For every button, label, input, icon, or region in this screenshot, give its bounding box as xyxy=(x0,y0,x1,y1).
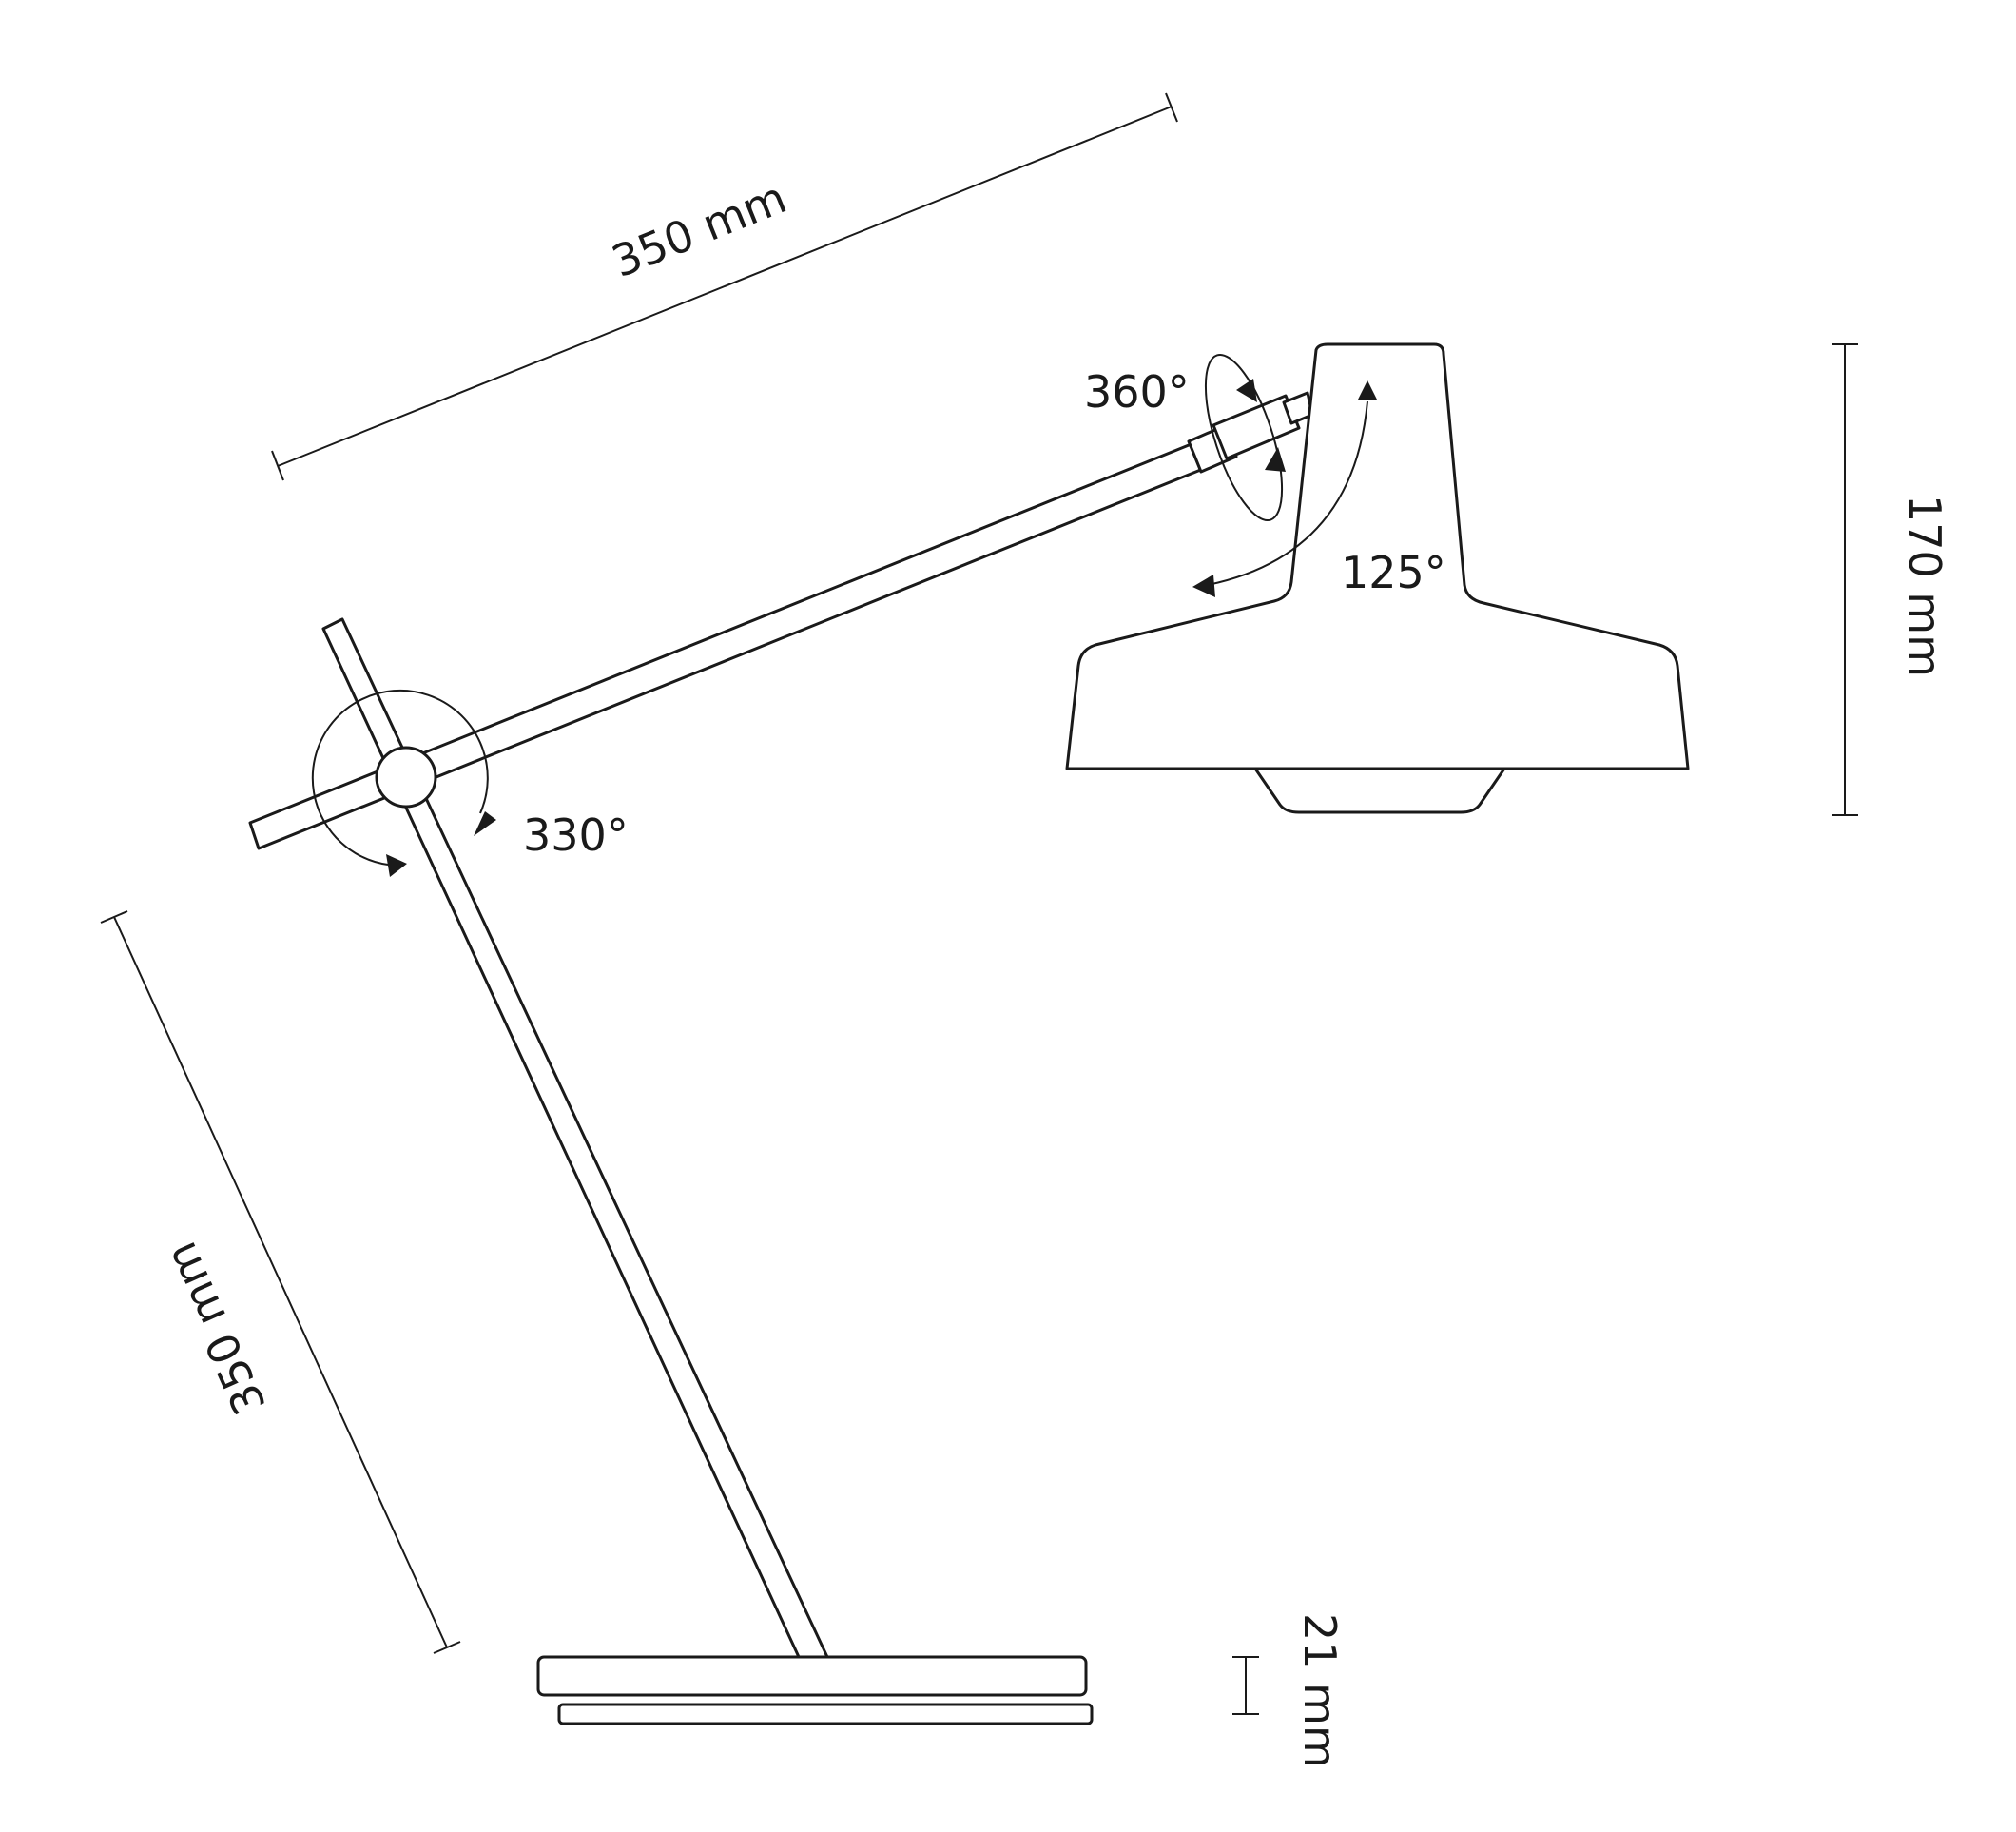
dimension-arm-length xyxy=(271,92,1178,481)
dimension-stem-length xyxy=(100,910,461,1654)
tilt-arc-125 xyxy=(1192,380,1377,597)
label-head-rotation: 360° xyxy=(1084,366,1190,418)
rotation-ellipse-360 xyxy=(1204,353,1286,522)
lamp-shade xyxy=(1065,342,1690,814)
label-shade-tilt: 125° xyxy=(1341,547,1446,598)
lamp-base xyxy=(536,1655,1094,1725)
label-shade-height: 170 mm xyxy=(1899,495,1950,677)
pivot-joint xyxy=(375,746,437,809)
rotation-arc-330 xyxy=(311,689,496,877)
label-stem-length: 350 mm xyxy=(155,1235,276,1422)
label-joint-rotation: 330° xyxy=(523,809,629,861)
dimension-base-height xyxy=(1232,1656,1259,1715)
lamp-stem xyxy=(321,617,829,1659)
label-base-height: 21 mm xyxy=(1294,1613,1346,1768)
dimension-shade-height xyxy=(1832,343,1858,816)
